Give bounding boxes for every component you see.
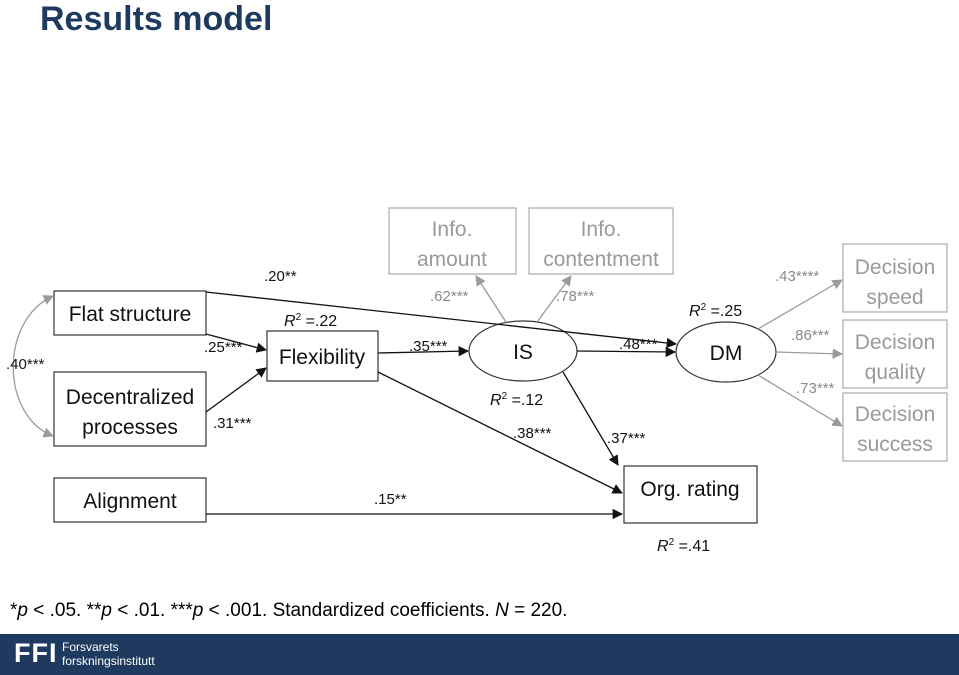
coef-is-to-dm: .48*** <box>619 336 658 353</box>
path-flat-to-dm <box>205 291 678 349</box>
r2-flexibility: R2 =.22 <box>284 312 337 330</box>
ffi-logo: FFI <box>14 638 58 668</box>
node-flat-structure <box>53 290 207 336</box>
coef-is-to-amount: .62*** <box>430 288 469 305</box>
coef-alignment-to-org: .15** <box>374 491 407 508</box>
footnote: *p < .05. **p < .01. ***p < .001. Standa… <box>10 600 568 621</box>
path-flex-to-org <box>377 371 623 494</box>
coef-is-to-org: .38*** <box>513 425 552 442</box>
node-info-amount <box>388 207 517 275</box>
label-flat-structure: Flat structure <box>69 303 192 326</box>
path-dm-to-speed <box>757 279 843 330</box>
path-dm-to-quality <box>775 348 844 359</box>
node-org-rating <box>623 465 758 524</box>
coef-decent-to-flex: .31*** <box>213 415 252 432</box>
coef-flat-to-flex: .25*** <box>204 339 243 356</box>
logo-line-2: forskningsinstitutt <box>62 654 155 668</box>
label-decentralized-1: Decentralized <box>66 386 194 409</box>
coef-flat-to-dm: .20** <box>264 268 297 285</box>
node-decentralized-processes <box>53 371 207 447</box>
label-decision-success-2: success <box>857 433 933 456</box>
r2-org: R2 =.41 <box>657 537 710 555</box>
coef-flex-to-is: .35*** <box>409 338 448 355</box>
path-decent-to-flex <box>205 367 267 413</box>
correlation-arc <box>12 295 54 438</box>
coef-dm-to-org: .37*** <box>607 430 646 447</box>
r2-dm: R2 =.25 <box>689 302 742 320</box>
coef-dm-to-speed: .43**** <box>775 268 819 285</box>
path-is-to-org <box>562 371 619 466</box>
label-decision-speed-2: speed <box>866 286 923 309</box>
coef-is-to-contentment: .78*** <box>556 288 595 305</box>
ffi-logo-text: Forsvarets forskningsinstitutt <box>62 640 155 668</box>
path-flex-to-is <box>377 346 470 357</box>
label-decision-speed-1: Decision <box>855 256 936 279</box>
path-is-to-amount <box>475 275 507 323</box>
node-decision-speed <box>842 243 948 313</box>
path-is-to-dm <box>576 346 677 358</box>
footer-bar: FFI Forsvarets forskningsinstitutt <box>0 634 959 675</box>
label-info-amount-1: Info. <box>432 218 473 241</box>
page-title: Results model <box>40 0 273 38</box>
r2-is: R2 =.12 <box>490 391 543 409</box>
label-info-contentment-2: contentment <box>543 248 659 271</box>
node-decision-success <box>842 392 948 462</box>
label-is: IS <box>513 341 533 364</box>
path-is-to-contentment <box>536 275 572 323</box>
coef-dm-to-quality: .86*** <box>791 327 830 344</box>
label-alignment: Alignment <box>83 490 177 513</box>
label-info-amount-2: amount <box>417 248 487 271</box>
node-alignment <box>53 477 207 523</box>
coef-dm-to-success: .73*** <box>796 380 835 397</box>
path-diagram: Flat structure Decentralized processes A… <box>6 207 948 555</box>
logo-line-1: Forsvarets <box>62 640 119 654</box>
node-flexibility <box>266 330 379 382</box>
label-decision-success-1: Decision <box>855 403 936 426</box>
label-flexibility: Flexibility <box>279 346 366 369</box>
coef-correlation: .40*** <box>6 356 45 373</box>
label-info-contentment-1: Info. <box>581 218 622 241</box>
label-dm: DM <box>710 342 743 365</box>
node-info-contentment <box>528 207 674 275</box>
path-dm-to-success <box>757 374 843 427</box>
label-org-rating: Org. rating <box>640 478 739 501</box>
label-decentralized-2: processes <box>82 416 178 439</box>
label-decision-quality-2: quality <box>865 361 926 384</box>
path-flat-to-flex <box>205 333 268 353</box>
label-decision-quality-1: Decision <box>855 331 936 354</box>
